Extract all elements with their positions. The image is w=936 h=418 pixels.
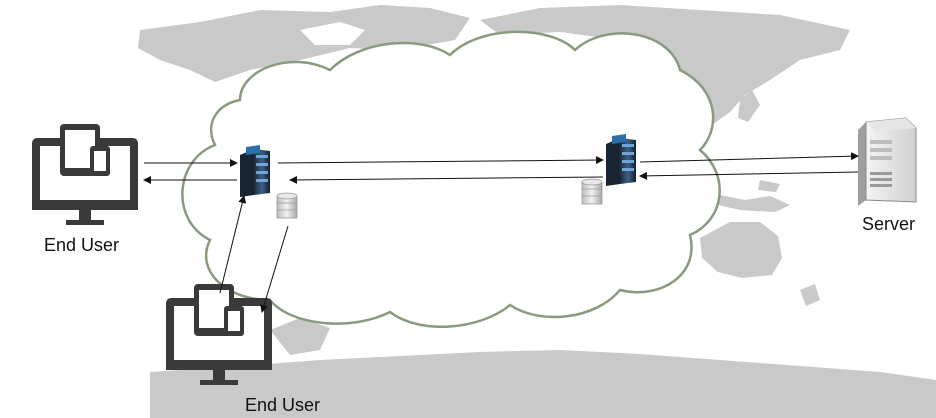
database-icon	[581, 178, 603, 205]
connection-arrows	[143, 152, 859, 313]
computer-devices-icon	[32, 124, 138, 225]
arrow-edge-to-edge-return	[289, 175, 604, 184]
arrow-db-to-bottom-user	[260, 225, 289, 313]
arrow-bottom-user-to-edge	[219, 195, 247, 294]
computer-devices-icon	[166, 284, 272, 385]
database-icon	[276, 192, 298, 219]
server-label: Server	[862, 214, 916, 234]
end-user-label: End User	[245, 395, 321, 415]
arrow-edge-to-server	[639, 152, 859, 163]
cloud	[181, 30, 721, 328]
arrow-edge-to-edge	[277, 156, 604, 165]
server-rack-icon	[606, 134, 636, 186]
tower-server-icon	[858, 117, 917, 206]
arrow-server-to-edge	[639, 171, 859, 180]
end-user-label: End User	[44, 235, 120, 255]
server-rack-icon	[240, 145, 270, 197]
